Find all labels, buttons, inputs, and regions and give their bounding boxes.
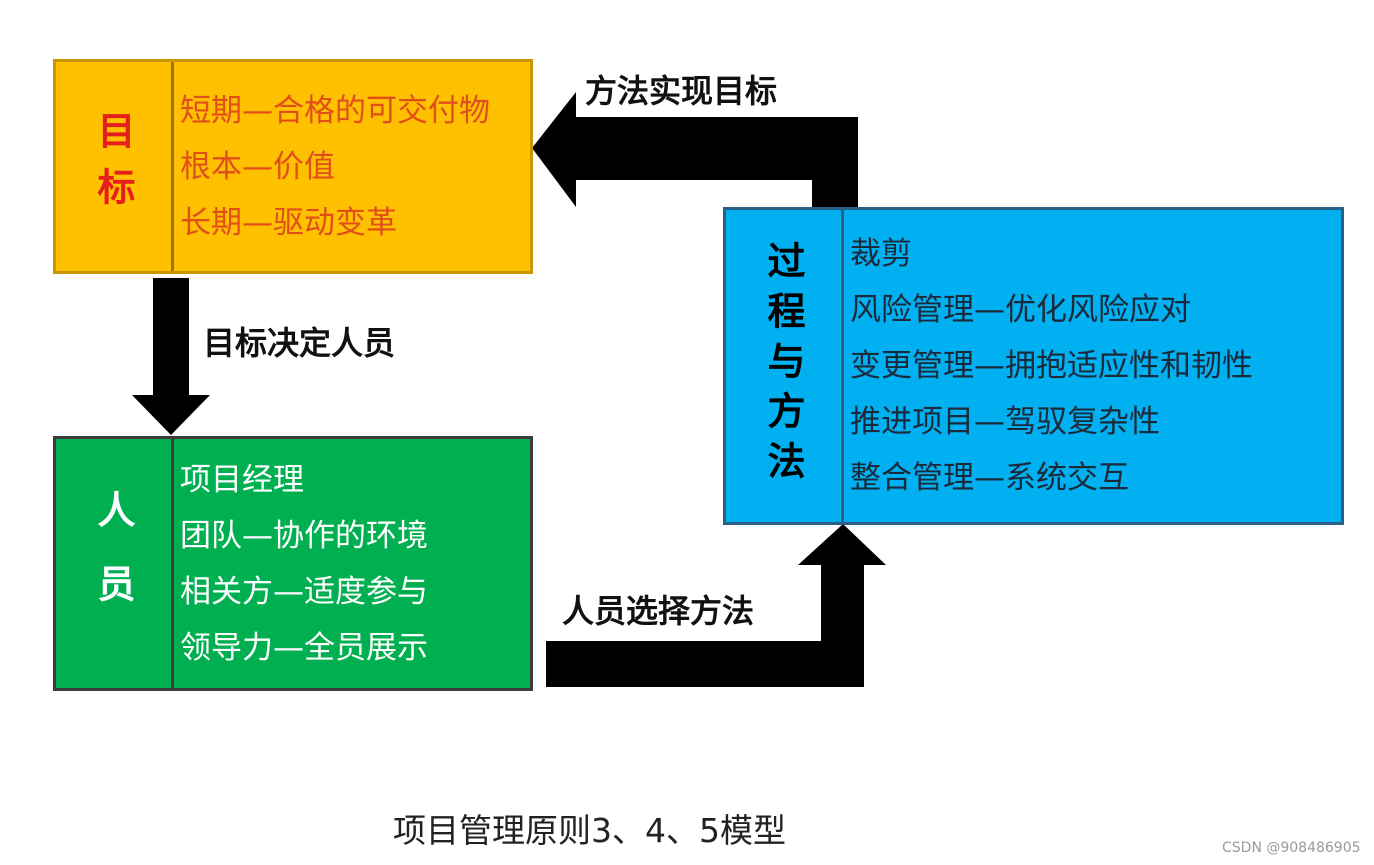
watermark: CSDN @908486905 <box>1222 840 1361 856</box>
goal-box: 目标 短期—合格的可交付物 根本—价值 长期—驱动变革 <box>53 59 533 274</box>
arrow-goal-to-people <box>132 278 210 435</box>
people-item: 团队—协作的环境 <box>180 517 428 554</box>
people-item: 项目经理 <box>180 461 304 498</box>
process-item: 推进项目—驾驭复杂性 <box>850 404 1160 440</box>
goal-item: 根本—价值 <box>180 148 335 185</box>
people-header-text: 人员 <box>91 489 135 638</box>
goal-item: 短期—合格的可交付物 <box>180 92 490 129</box>
process-item: 裁剪 <box>850 236 912 272</box>
goal-list: 短期—合格的可交付物 根本—价值 长期—驱动变革 <box>174 62 530 271</box>
people-item: 领导力—全员展示 <box>180 629 428 666</box>
arrow-label-process-to-goal: 方法实现目标 <box>585 72 778 110</box>
process-item: 整合管理—系统交互 <box>850 460 1129 496</box>
people-list: 项目经理 团队—协作的环境 相关方—适度参与 领导力—全员展示 <box>174 439 530 688</box>
people-item: 相关方—适度参与 <box>180 573 428 610</box>
people-box: 人员 项目经理 团队—协作的环境 相关方—适度参与 领导力—全员展示 <box>53 436 533 691</box>
goal-header: 目标 <box>56 62 174 271</box>
figure-caption: 项目管理原则3、4、5模型 <box>393 811 786 850</box>
process-header-text: 过程与方法 <box>761 241 805 491</box>
process-box: 过程与方法 裁剪 风险管理—优化风险应对 变更管理—拥抱适应性和韧性 推进项目—… <box>723 207 1344 525</box>
arrow-label-people-to-process: 人员选择方法 <box>562 592 755 630</box>
process-list: 裁剪 风险管理—优化风险应对 变更管理—拥抱适应性和韧性 推进项目—驾驭复杂性 … <box>844 210 1341 522</box>
process-item: 风险管理—优化风险应对 <box>850 292 1191 328</box>
process-item: 变更管理—拥抱适应性和韧性 <box>850 348 1253 384</box>
goal-header-text: 目标 <box>91 110 135 223</box>
arrow-label-goal-to-people: 目标决定人员 <box>203 324 396 362</box>
arrow-process-to-goal <box>532 92 858 208</box>
process-header: 过程与方法 <box>726 210 844 522</box>
people-header: 人员 <box>56 439 174 688</box>
arrow-people-to-process <box>546 524 886 687</box>
goal-item: 长期—驱动变革 <box>180 204 397 241</box>
